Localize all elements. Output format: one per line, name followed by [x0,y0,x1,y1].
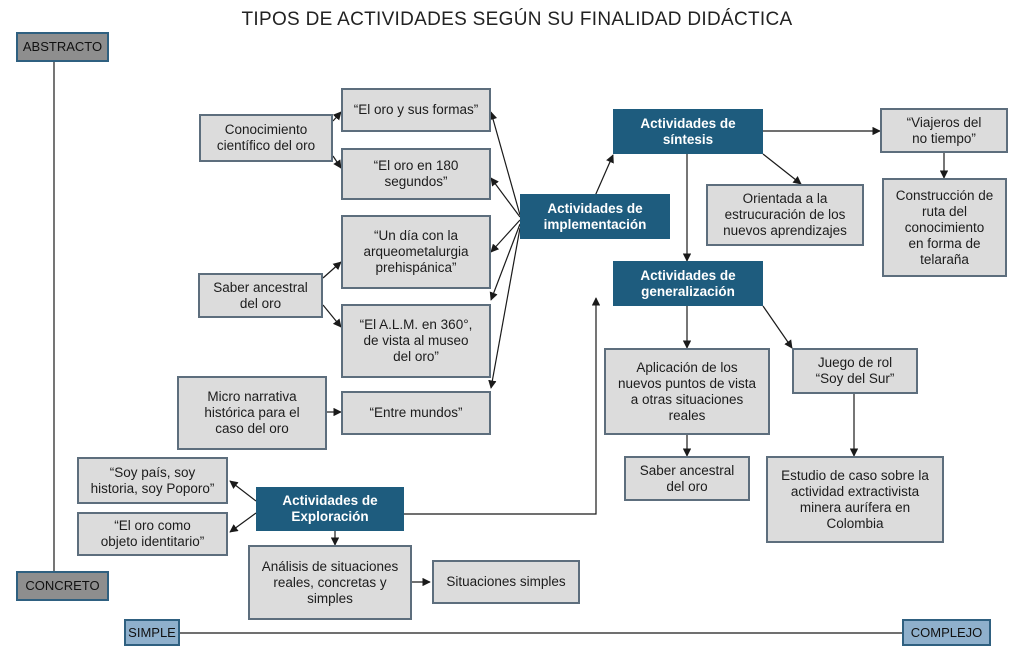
source-conocimiento: Conocimiento científico del oro [199,114,333,162]
arrow-exploracion-oro-objeto [229,512,257,533]
arrow-exploracion-soy-pais [229,480,257,502]
axis-concreto: CONCRETO [16,571,109,601]
arrow-impl-oro-formas [489,111,521,216]
arrow-impl-oro-180 [490,177,521,218]
item-aplicacion: Aplicación de los nuevos puntos de vista… [604,348,770,435]
arrow-conocimiento-oro-formas [332,111,342,122]
axis-simple: SIMPLE [124,619,180,646]
axis-abstracto: ABSTRACTO [16,32,109,62]
item-estudio-caso: Estudio de caso sobre la actividad extra… [766,456,944,543]
category-generalizacion: Actividades de generalización [613,261,763,306]
arrow-impl-sintesis [594,154,614,197]
source-micro-narrativa: Micro narrativa histórica para el caso d… [177,376,327,450]
arrow-sintesis-orientada [762,153,802,185]
arrow-saber-un-dia [322,261,342,279]
source-saber-ancestral: Saber ancestral del oro [198,273,323,318]
item-entre-mundos: “Entre mundos” [341,391,491,435]
item-oro-formas: “El oro y sus formas” [341,88,491,132]
item-alm-360: “El A.L.M. en 360°, de vista al museo de… [341,304,491,378]
category-exploracion: Actividades de Exploración [256,487,404,531]
item-construccion: Construcción de ruta del conocimiento en… [882,178,1007,277]
arrow-impl-entre-mundos [488,227,521,389]
item-oro-objeto: “El oro como objeto identitario” [77,512,228,556]
category-implementacion: Actividades de implementación [520,194,670,239]
arrow-exploracion-implementacion [404,297,601,515]
item-un-dia: “Un día con la arqueometalurgia prehispá… [341,215,491,289]
item-viajeros: “Viajeros del no tiempo” [880,108,1008,153]
arrow-impl-alm-360 [489,223,521,301]
item-saber-ancestral-gen: Saber ancestral del oro [624,456,750,501]
axis-complejo: COMPLEJO [902,619,991,646]
arrow-conocimiento-oro-180 [332,155,342,169]
item-oro-180: “El oro en 180 segundos” [341,148,491,200]
item-orientada: Orientada a la estrucuración de los nuev… [706,184,864,246]
item-soy-pais: “Soy país, soy historia, soy Poporo” [77,457,228,504]
category-sintesis: Actividades de síntesis [613,109,763,154]
arrow-impl-un-dia [490,219,521,253]
item-situaciones-simples: Situaciones simples [432,560,580,604]
arrow-saber-alm-360 [322,304,342,328]
diagram-title: TIPOS DE ACTIVIDADES SEGÚN SU FINALIDAD … [241,9,793,30]
item-analisis: Análisis de situaciones reales, concreta… [248,545,412,620]
arrow-generalizacion-juego [762,305,793,349]
item-juego-rol: Juego de rol “Soy del Sur” [792,348,918,394]
